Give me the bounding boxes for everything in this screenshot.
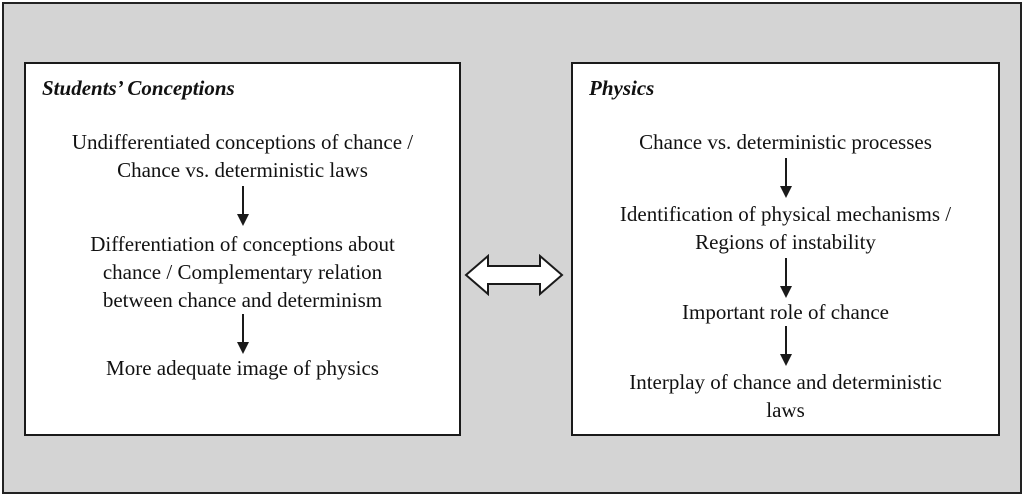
right-node-4: Interplay of chance and deterministic la… — [629, 370, 942, 422]
left-node-2: Differentiation of conceptions about cha… — [90, 232, 395, 312]
left-node-1: Undifferentiated conceptions of chance /… — [71, 130, 414, 182]
down-arrow-icon — [778, 326, 794, 366]
down-arrow-icon — [235, 314, 251, 354]
right-node-3: Important role of chance — [682, 300, 889, 324]
down-arrow-icon — [778, 158, 794, 198]
left-node-3: More adequate image of physics — [106, 356, 379, 380]
bidirectional-arrow-icon — [464, 253, 564, 297]
students-conceptions-box: Students’ Conceptions Undifferentiated c… — [24, 62, 461, 436]
down-arrow-icon — [778, 258, 794, 298]
right-box-title: Physics — [589, 76, 655, 100]
physics-box: Physics Chance vs. deterministic process… — [571, 62, 1000, 436]
right-node-2: Identification of physical mechanisms / … — [619, 202, 952, 254]
left-box-title: Students’ Conceptions — [42, 76, 235, 100]
right-node-1: Chance vs. deterministic processes — [639, 130, 932, 154]
down-arrow-icon — [235, 186, 251, 226]
